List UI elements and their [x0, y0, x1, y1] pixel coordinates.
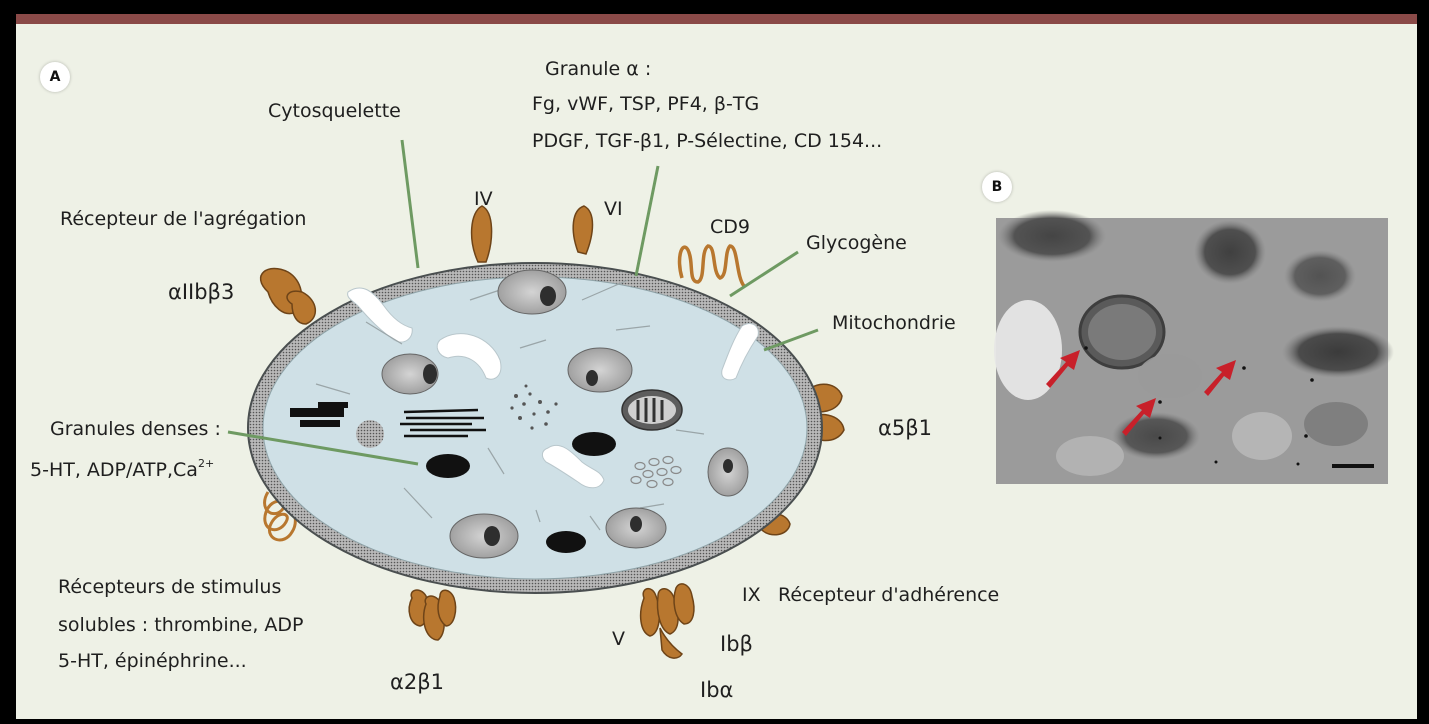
alpha2beta1-label: α2β1: [390, 672, 444, 693]
ib-beta-label: Ibβ: [720, 634, 753, 655]
glycogene-label: Glycogène: [806, 234, 907, 253]
receptor-alpha2beta1: [409, 590, 455, 640]
receptor-vi: [573, 206, 592, 254]
recepteur-adherence-label: Récepteur d'adhérence: [778, 586, 999, 605]
panel-b-badge: B: [982, 172, 1012, 202]
granule-alpha-contents-1: Fg, vWF, TSP, PF4, β-TG: [532, 95, 759, 114]
iv-label: IV: [474, 190, 493, 209]
alphaIIbbeta3-label: αIIbβ3: [168, 282, 234, 303]
recepteurs-stimulus-line-3: 5-HT, épinéphrine...: [58, 652, 247, 671]
vi-label: VI: [604, 200, 623, 219]
mitochondrie-label: Mitochondrie: [832, 314, 956, 333]
mitochondrion: [622, 390, 682, 430]
recepteurs-stimulus-line-1: Récepteurs de stimulus: [58, 578, 281, 597]
alpha5beta1-label: α5β1: [878, 418, 932, 439]
granule-alpha-contents-2: PDGF, TGF-β1, P-Sélectine, CD 154...: [532, 132, 882, 151]
granules-denses-superscript: 2+: [198, 457, 214, 470]
receptor-alphaIIbbeta3: [261, 269, 316, 324]
recepteurs-stimulus-line-2: solubles : thrombine, ADP: [58, 616, 304, 635]
recepteur-agregation-label: Récepteur de l'agrégation: [60, 210, 306, 229]
cytosquelette-label: Cytosquelette: [268, 102, 401, 121]
ib-alpha-label: Ibα: [700, 680, 733, 701]
granules-denses-title: Granules denses :: [50, 420, 221, 439]
v-label: V: [612, 630, 625, 649]
cd9-label: CD9: [710, 218, 750, 237]
granules-denses-contents: 5-HT, ADP/ATP,Ca2+: [30, 458, 214, 480]
panel-a-badge: A: [40, 62, 70, 92]
platelet-cytoplasm: [263, 277, 807, 579]
receptor-gpib-ix-v: [641, 584, 694, 658]
micrograph-panel-b: [994, 210, 1394, 484]
ix-label: IX: [742, 586, 761, 605]
receptor-iv: [472, 206, 492, 262]
granule-alpha-title: Granule α :: [545, 60, 651, 79]
receptor-cd9: [680, 246, 744, 286]
